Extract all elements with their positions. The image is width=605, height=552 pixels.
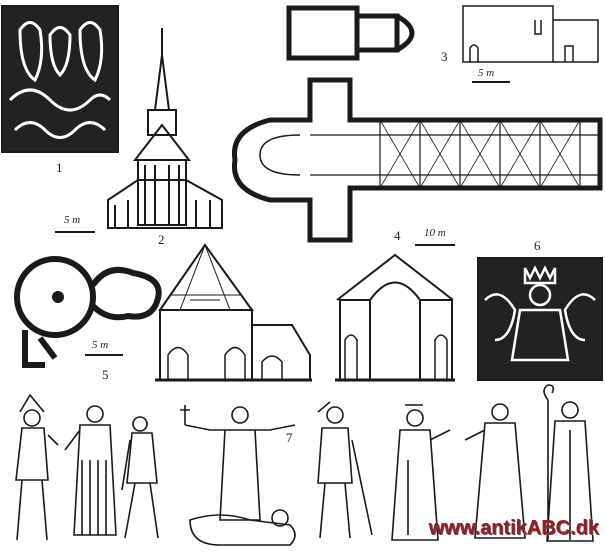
figure-peasant: [317, 401, 373, 539]
figure-number-2: 2: [158, 232, 165, 247]
figure-number-4: 4: [394, 228, 401, 243]
figure-bishop: [543, 384, 594, 542]
figure-youth: [464, 403, 526, 539]
textile-pattern-1: [1, 5, 119, 153]
figure-hooded-man: [15, 393, 59, 541]
church-section-timber: [155, 243, 312, 382]
scale-label-4: 10 m: [424, 227, 446, 239]
church-elevation-3: [462, 5, 599, 63]
scale-label-3: 5 m: [478, 67, 495, 79]
figure-number-3: 3: [441, 49, 448, 64]
church-plan-3: [286, 5, 415, 61]
basilica-section: [335, 253, 455, 382]
stave-church-2: [107, 28, 223, 229]
figure-swordsman: [180, 405, 296, 521]
figure-robed-man: [64, 405, 117, 536]
figure-nobleman-falcon: [391, 404, 451, 541]
figure-fallen-man: [189, 509, 296, 546]
figure-number-6: 6: [534, 238, 541, 253]
watermark: www.antikABC.dk: [428, 517, 599, 539]
scale-label-2: 5 m: [64, 214, 81, 226]
relief-tile-6: [477, 257, 603, 381]
figure-number-1: 1: [56, 160, 63, 175]
figure-prisoner: [121, 416, 159, 539]
figure-number-7: 7: [286, 430, 293, 445]
figure-number-5: 5: [102, 367, 109, 382]
round-church-plan-5: [14, 256, 162, 368]
scale-label-5: 5 m: [92, 339, 109, 351]
cathedral-plan-4: [231, 77, 603, 243]
medieval-figures-7: [15, 384, 594, 546]
